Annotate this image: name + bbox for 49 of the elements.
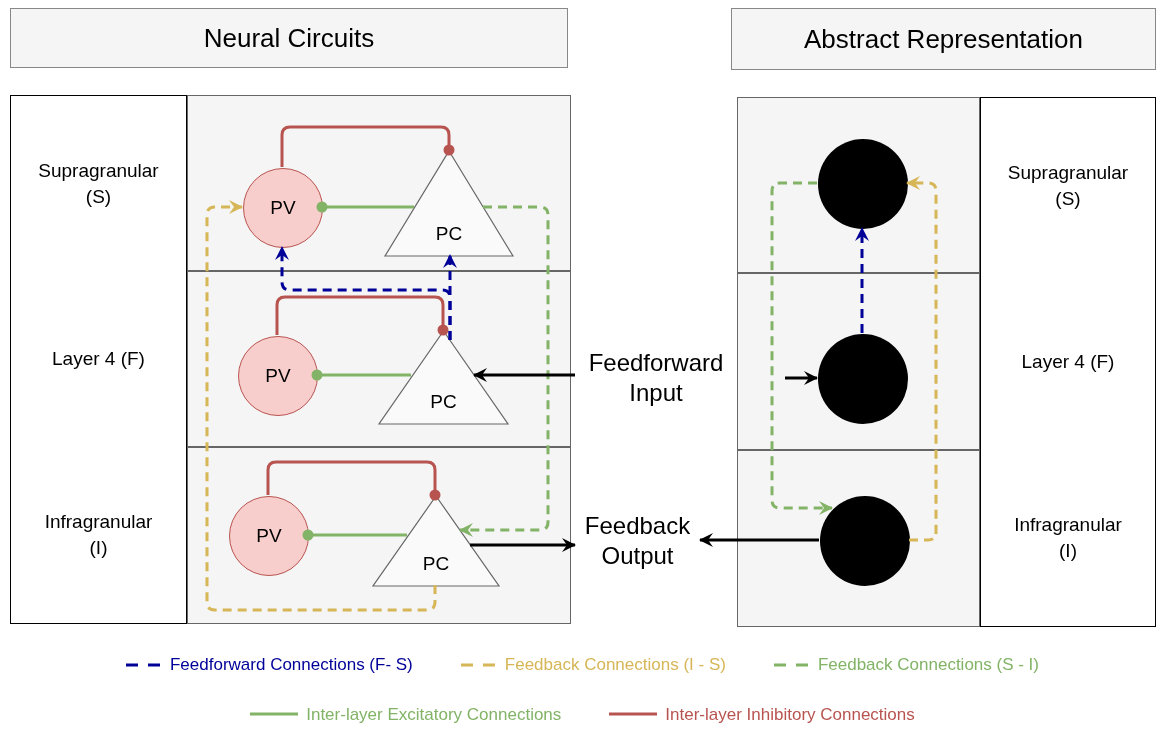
connector (473, 368, 575, 382)
connector (275, 295, 449, 336)
connector (311, 369, 411, 381)
connector (906, 176, 938, 542)
legend-label: Feedback Connections (S - I) (817, 654, 1039, 676)
layer-label: Supragranular (S) (1006, 160, 1130, 211)
panel-title: Neural Circuits (203, 21, 375, 55)
layer-label: Layer 4 (F) (1020, 349, 1116, 374)
neuron-label: PC (435, 221, 463, 246)
connector (855, 227, 869, 333)
io-label: Feedforward Input (587, 348, 725, 408)
connector (699, 533, 819, 547)
neuron-label: PC (422, 551, 450, 576)
connector (280, 125, 455, 167)
layer-label-column (10, 95, 187, 624)
layer-band (737, 450, 980, 627)
layer-band (187, 271, 571, 447)
neuron-label: PV (265, 363, 291, 388)
connector (266, 460, 441, 501)
connector (302, 529, 407, 541)
connector (785, 371, 818, 385)
layer-label: Layer 4 (F) (51, 347, 146, 372)
connector (470, 538, 576, 552)
neuron-label: PC (430, 389, 457, 414)
pc-neuron-triangle (379, 331, 508, 424)
legend-label: Inter-layer Excitatory Connections (306, 703, 562, 726)
connector (770, 181, 833, 515)
title-box (10, 8, 568, 68)
layer-band (187, 95, 571, 271)
layer-band (187, 447, 571, 624)
io-label: Feedback Output (583, 511, 692, 571)
layer-band (737, 273, 980, 450)
layer-label-column (980, 97, 1156, 627)
legend-label: Feedforward Connections (F- S) (169, 654, 413, 676)
legend-label: Inter-layer Inhibitory Connections (665, 703, 915, 726)
connector (459, 205, 550, 537)
title-box (731, 8, 1156, 70)
neuron-label: PV (270, 195, 296, 220)
pc-neuron-triangle (373, 496, 499, 586)
connector (205, 200, 437, 612)
legend-label: Feedback Connections (I - S) (504, 654, 726, 676)
layer-label: Infragranular (I) (1013, 512, 1123, 563)
connector (316, 201, 414, 213)
layer-label: Infragranular (I) (43, 510, 154, 561)
panel-title: Abstract Representation (804, 22, 1083, 56)
layer-band (737, 97, 980, 273)
connector (443, 254, 457, 340)
layer-label: Supragranular (S) (37, 158, 160, 209)
neuron-label: PV (256, 523, 282, 548)
